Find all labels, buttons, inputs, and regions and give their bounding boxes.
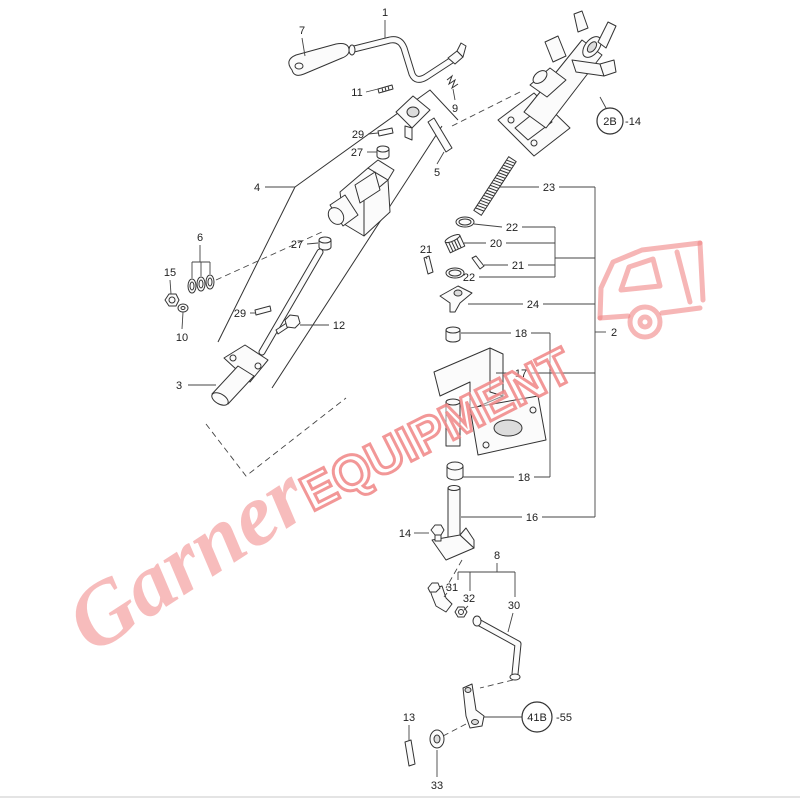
spring-20 xyxy=(444,233,466,254)
callout-21-left: 21 xyxy=(420,244,432,256)
watermark-script-text: Garner xyxy=(50,446,325,672)
shift-shaft-16 xyxy=(431,485,475,561)
callout-24: 24 xyxy=(527,299,539,311)
pin-11 xyxy=(377,84,394,94)
pin-21-right xyxy=(471,255,485,270)
pin-5 xyxy=(427,117,453,153)
callout-4: 4 xyxy=(254,182,260,194)
callout-27-lower: 27 xyxy=(291,239,303,251)
callout-31: 31 xyxy=(446,582,458,594)
lever-arm-41b-55 xyxy=(462,683,485,729)
bushing-18-lower xyxy=(446,461,464,481)
callout-2: 2 xyxy=(611,327,617,339)
bolt-14 xyxy=(430,524,445,542)
callout-33: 33 xyxy=(431,780,443,792)
mounting-bracket-17 xyxy=(433,347,547,456)
shift-arm-24 xyxy=(439,285,473,313)
pin-29-lower xyxy=(254,305,272,316)
washer-33 xyxy=(429,729,445,749)
watermark-truck-icon xyxy=(597,240,706,340)
detent-spring-23 xyxy=(473,156,517,216)
callout-29-upper: 29 xyxy=(352,129,364,141)
callout-23: 23 xyxy=(543,182,555,194)
callout-9: 9 xyxy=(452,103,458,115)
watermark: Garner EQUIPMENT xyxy=(50,240,706,672)
callout-18-upper: 18 xyxy=(515,328,527,340)
shaft-3-plate xyxy=(211,344,269,406)
callout-7: 7 xyxy=(299,25,305,37)
selector-bracket xyxy=(327,159,395,237)
part-4-outline xyxy=(217,89,459,389)
top-bracket xyxy=(395,95,431,141)
callout-3: 3 xyxy=(176,380,182,392)
callout-labels: 1 7 11 9 29 27 5 4 23 22 20 6 27 21 21 2… xyxy=(164,7,617,792)
reference-41b-55: 41B -55 xyxy=(521,701,572,733)
o-ring-22-lower xyxy=(445,267,465,279)
shift-tower-housing xyxy=(497,10,617,157)
elbow-fitting-31 xyxy=(427,582,453,613)
callout-20: 20 xyxy=(490,238,502,250)
spring-clip-9 xyxy=(446,74,459,90)
callout-22-lower: 22 xyxy=(463,272,475,284)
bushing-27-lower xyxy=(318,236,332,251)
callout-29-lower: 29 xyxy=(234,308,246,320)
callout-21-right: 21 xyxy=(512,260,524,272)
reference-41b-suffix: -55 xyxy=(556,712,572,724)
bushing-27-upper xyxy=(376,145,390,160)
reference-41b-code: 41B xyxy=(527,712,547,724)
shift-rod xyxy=(258,248,324,356)
callout-1: 1 xyxy=(382,7,388,19)
pin-29-upper xyxy=(377,127,394,137)
callout-22-upper: 22 xyxy=(506,222,518,234)
lever-knob xyxy=(288,43,356,76)
nut-15 xyxy=(164,293,180,307)
leader-lines xyxy=(169,20,607,777)
reference-2b-code: 2B xyxy=(603,116,616,128)
callout-15: 15 xyxy=(164,267,176,279)
callout-8: 8 xyxy=(494,550,500,562)
o-ring-22-upper xyxy=(455,216,475,228)
callout-13: 13 xyxy=(403,712,415,724)
callout-11: 11 xyxy=(351,87,362,99)
reference-circle xyxy=(521,701,553,733)
callout-14: 14 xyxy=(399,528,411,540)
pin-13 xyxy=(404,739,416,767)
callout-5: 5 xyxy=(434,167,440,179)
callout-18-lower: 18 xyxy=(518,472,530,484)
callout-16: 16 xyxy=(526,512,538,524)
callout-10: 10 xyxy=(176,332,188,344)
callout-12: 12 xyxy=(333,320,345,332)
callout-27-upper: 27 xyxy=(351,147,363,159)
bolt-12 xyxy=(275,314,301,335)
washer-10 xyxy=(177,303,189,313)
reference-2b-14: 2B -14 xyxy=(596,107,641,135)
callout-17: 17 xyxy=(515,368,527,380)
bushing-18-upper xyxy=(445,326,461,343)
reference-circle xyxy=(596,107,624,135)
alignment-dashed-lines xyxy=(205,91,521,737)
shift-lever xyxy=(346,36,467,83)
callout-6: 6 xyxy=(197,232,203,244)
pin-21-left xyxy=(423,255,434,275)
callout-32: 32 xyxy=(463,593,475,605)
callout-30: 30 xyxy=(508,600,520,612)
control-rod-30 xyxy=(472,615,522,681)
reference-2b-suffix: -14 xyxy=(625,116,641,128)
washer-stack-6 xyxy=(187,274,215,294)
